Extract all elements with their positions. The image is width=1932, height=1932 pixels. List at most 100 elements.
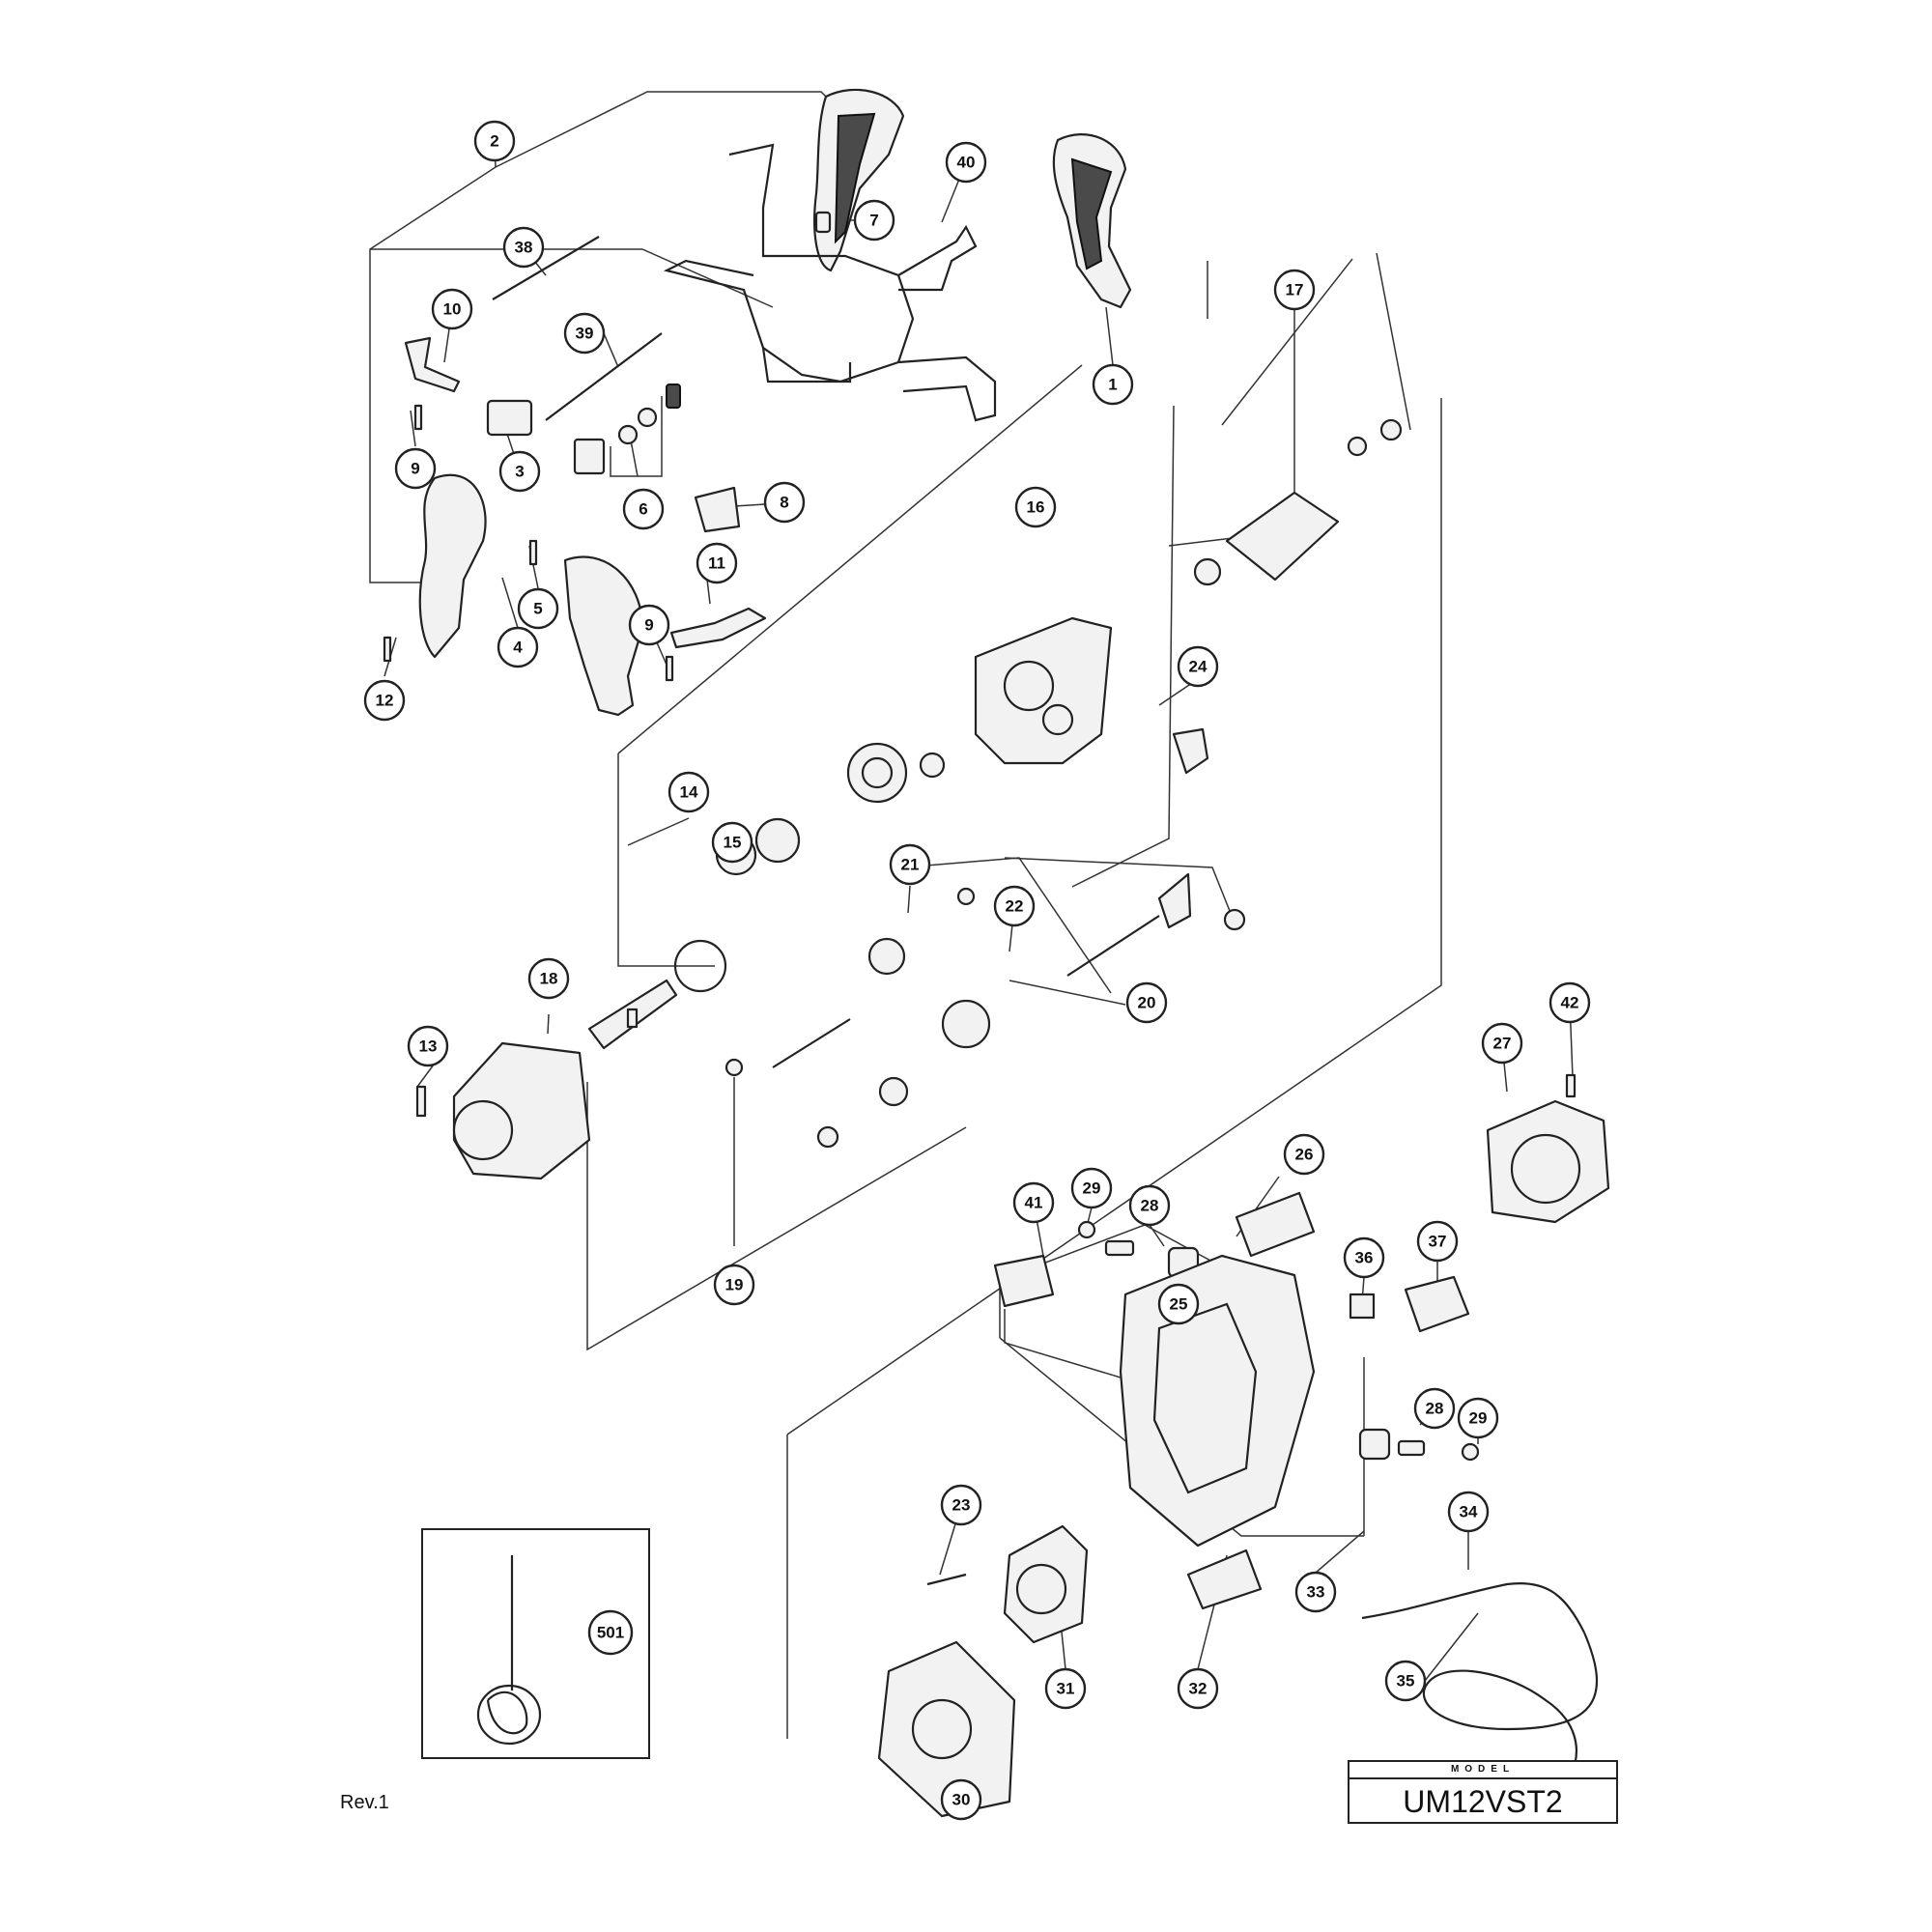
svg-text:39: 39	[576, 325, 594, 343]
callout: 23	[940, 1484, 982, 1526]
svg-text:14: 14	[680, 783, 698, 802]
callout: 10	[431, 288, 473, 330]
lever-part-24	[1172, 727, 1209, 775]
gear-large	[846, 742, 908, 804]
svg-text:9: 9	[644, 616, 653, 635]
svg-text:22: 22	[1006, 897, 1024, 916]
callout: 501	[587, 1609, 634, 1656]
svg-text:5: 5	[533, 600, 542, 618]
callout: 21	[889, 843, 931, 886]
svg-text:18: 18	[540, 970, 558, 988]
callout: 27	[1481, 1022, 1523, 1065]
callout: 26	[1283, 1133, 1325, 1176]
callout: 9	[628, 604, 670, 646]
svg-text:41: 41	[1025, 1194, 1043, 1212]
bracket-part-20	[1157, 872, 1192, 929]
callout: 15	[711, 821, 753, 864]
callout: 13	[407, 1025, 449, 1067]
callout: 29	[1457, 1397, 1499, 1439]
svg-text:35: 35	[1397, 1672, 1415, 1690]
callout: 28	[1413, 1387, 1456, 1430]
svg-text:11: 11	[708, 554, 725, 573]
svg-text:33: 33	[1307, 1583, 1325, 1602]
callout: 40	[945, 141, 987, 184]
callout: 7	[853, 199, 895, 242]
callout: 35	[1384, 1660, 1427, 1702]
callout: 19	[713, 1264, 755, 1306]
label-part-32	[1186, 1548, 1263, 1610]
baffle-part-30	[877, 1640, 1016, 1818]
svg-text:13: 13	[419, 1037, 438, 1056]
svg-text:19: 19	[725, 1276, 744, 1294]
svg-text:15: 15	[724, 834, 742, 852]
svg-text:26: 26	[1295, 1146, 1314, 1164]
callout: 24	[1177, 645, 1219, 688]
bracket-part-41	[993, 1254, 1055, 1308]
handle-frame-part-40	[663, 143, 915, 384]
svg-text:40: 40	[957, 154, 976, 172]
model-box: MODEL UM12VST2	[1348, 1760, 1618, 1824]
svg-text:2: 2	[490, 132, 498, 151]
callout: 9	[394, 447, 437, 490]
callout: 14	[668, 771, 710, 813]
svg-text:27: 27	[1493, 1035, 1512, 1053]
lever-part-11	[669, 607, 767, 649]
handle-half-right	[563, 555, 644, 717]
svg-text:32: 32	[1189, 1680, 1208, 1698]
mixing-paddle-head	[476, 1684, 542, 1746]
callout: 38	[502, 226, 545, 269]
callout: 1	[1092, 363, 1134, 406]
callout: 18	[527, 957, 570, 1000]
callout: 42	[1548, 981, 1591, 1024]
fan-cover-part-27	[1486, 1099, 1610, 1224]
callout: 5	[517, 587, 559, 630]
callout: 12	[363, 679, 406, 722]
callout: 36	[1343, 1236, 1385, 1279]
callout: 2	[473, 120, 516, 162]
model-caption: MODEL	[1350, 1762, 1616, 1779]
svg-text:25: 25	[1170, 1295, 1188, 1314]
svg-text:3: 3	[515, 463, 524, 481]
svg-text:12: 12	[376, 692, 394, 710]
callout: 17	[1273, 269, 1316, 311]
svg-text:17: 17	[1286, 281, 1304, 299]
svg-text:29: 29	[1083, 1179, 1101, 1198]
callout: 16	[1014, 486, 1057, 528]
callout: 22	[993, 885, 1036, 927]
brush-cap-part-29	[1077, 1220, 1096, 1239]
svg-text:38: 38	[515, 239, 533, 257]
callout: 32	[1177, 1667, 1219, 1710]
svg-text:501: 501	[597, 1624, 624, 1642]
svg-text:8: 8	[780, 494, 788, 512]
callouts: 1 2 3 4 5 6 7 8 9 9 10 11 12 13 14 15 16…	[363, 120, 1591, 1821]
svg-text:42: 42	[1561, 994, 1579, 1012]
svg-text:28: 28	[1426, 1400, 1444, 1418]
callout: 39	[563, 312, 606, 355]
svg-text:9: 9	[411, 460, 419, 478]
svg-text:1: 1	[1108, 376, 1117, 394]
callout: 25	[1157, 1283, 1200, 1325]
callout: 34	[1447, 1491, 1490, 1533]
stator-part-31	[1003, 1524, 1089, 1644]
plate-part-8	[694, 486, 741, 533]
lever-part-10	[404, 336, 461, 393]
handle-half-left	[418, 473, 487, 659]
callout: 11	[696, 542, 738, 584]
svg-text:34: 34	[1460, 1503, 1478, 1521]
svg-text:24: 24	[1189, 658, 1208, 676]
callout: 20	[1125, 981, 1168, 1024]
callout: 30	[940, 1778, 982, 1821]
cord-part-35	[1423, 1632, 1599, 1778]
svg-text:21: 21	[901, 856, 920, 874]
svg-text:6: 6	[639, 500, 647, 519]
svg-text:23: 23	[952, 1496, 971, 1515]
svg-text:31: 31	[1057, 1680, 1075, 1698]
switch-part-3	[486, 399, 533, 437]
revision-label: Rev.1	[340, 1792, 389, 1813]
svg-text:16: 16	[1027, 498, 1045, 517]
label-part-26	[1235, 1191, 1316, 1258]
svg-text:37: 37	[1429, 1233, 1447, 1251]
svg-text:4: 4	[513, 639, 523, 657]
svg-text:20: 20	[1138, 994, 1156, 1012]
model-name: UM12VST2	[1403, 1784, 1563, 1819]
